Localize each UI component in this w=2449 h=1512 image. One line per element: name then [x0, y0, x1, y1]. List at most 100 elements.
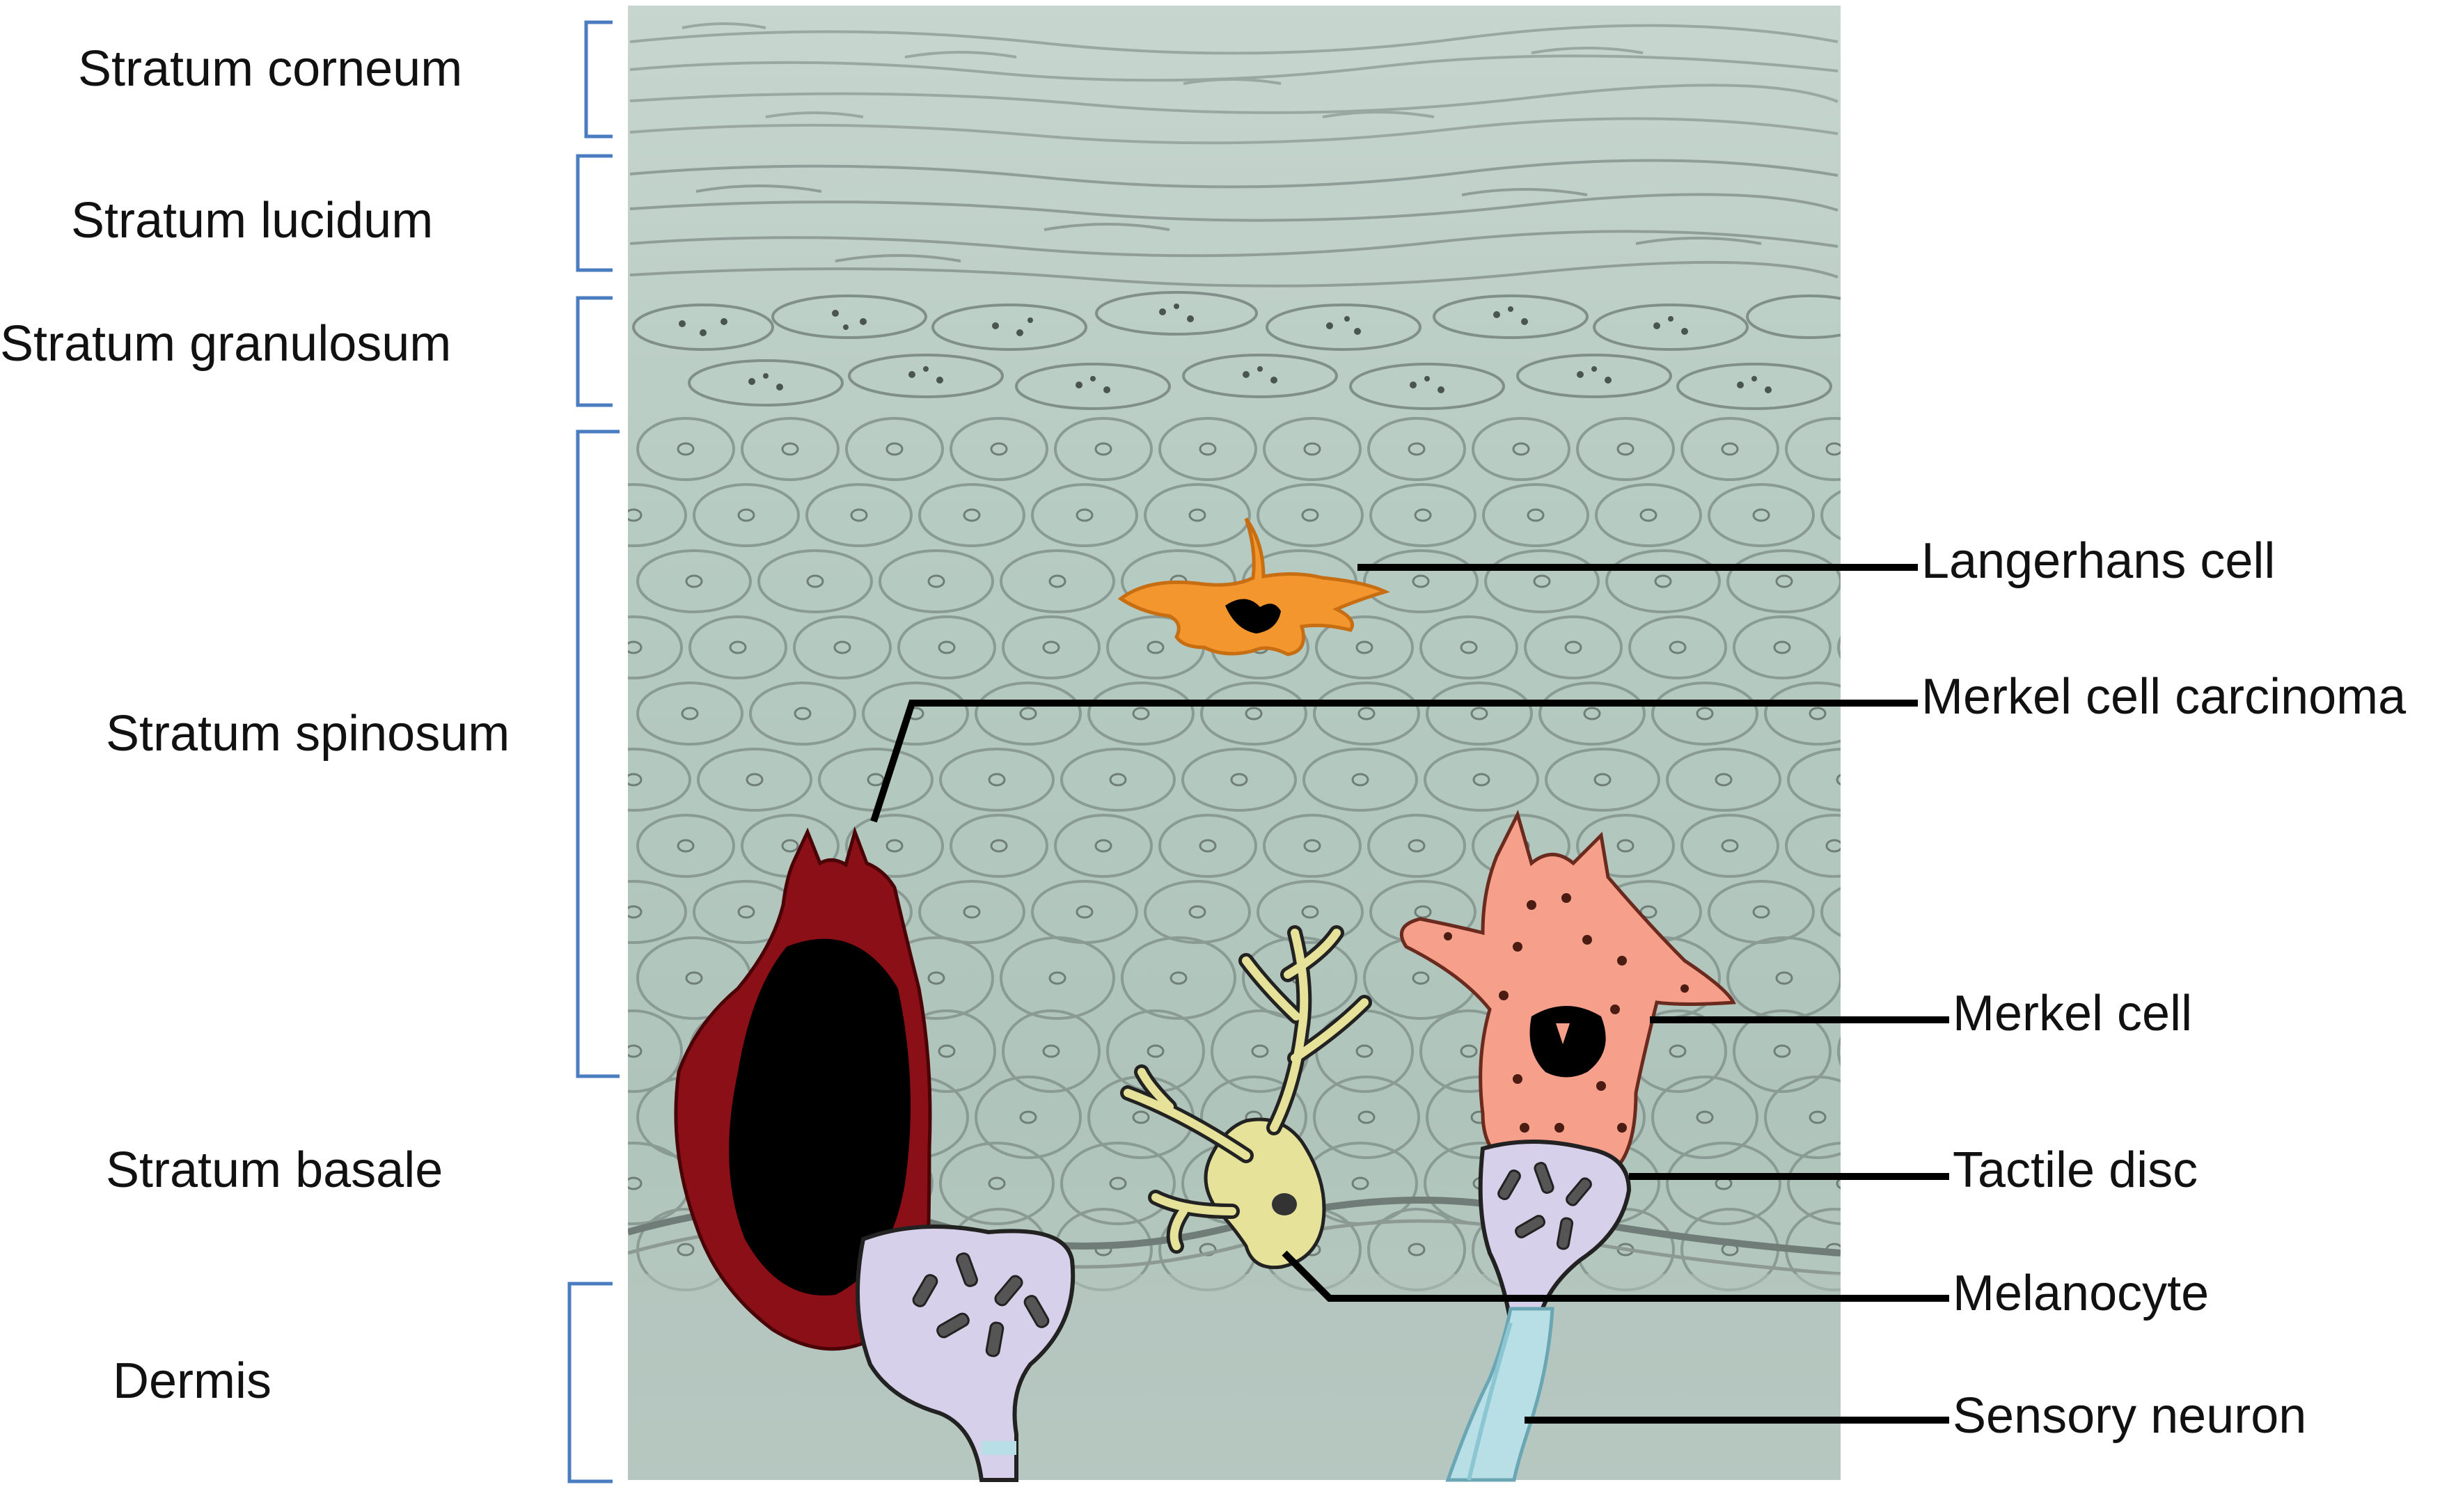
- spinosum-cell: [1726, 549, 1841, 613]
- spinosum-cell: [1144, 483, 1251, 547]
- spinosum-cell: [1484, 549, 1600, 613]
- spinosum-nucleus: [1303, 839, 1321, 853]
- bracket-lucidum: [576, 154, 613, 272]
- spinosum-nucleus: [781, 442, 799, 456]
- spinosum-nucleus: [1752, 508, 1770, 522]
- spinosum-nucleus: [1042, 640, 1060, 654]
- spinosum-cell: [918, 880, 1025, 944]
- spinosum-nucleus: [1048, 574, 1066, 588]
- corneum-cells: [629, 22, 1838, 145]
- spinosum-cell: [1680, 814, 1779, 878]
- spinosum-cell: [1651, 682, 1758, 746]
- spinosum-cell: [1363, 549, 1479, 613]
- spinosum-cell: [1121, 936, 1236, 1020]
- spinosum-cell: [1313, 682, 1420, 746]
- spinosum-nucleus: [806, 574, 824, 588]
- leader-lines: [870, 564, 1949, 1424]
- spinosum-nucleus: [685, 971, 703, 985]
- spinosum-nucleus: [1866, 510, 1882, 521]
- spinosum-nucleus: [1654, 574, 1672, 588]
- bracket-spinosum: [576, 430, 620, 1078]
- spinosum-nucleus: [1301, 508, 1319, 522]
- spinosum-cell: [1820, 489, 1841, 541]
- spinosum-nucleus: [681, 707, 699, 720]
- spinosum-nucleus: [1414, 905, 1432, 919]
- label-merkel-cell-carcinoma: Merkel cell carcinoma: [1921, 669, 2407, 725]
- spinosum-nucleus: [1775, 971, 1793, 985]
- spinosum-cell: [1651, 1076, 1758, 1159]
- spinosum-nucleus: [1773, 1044, 1791, 1058]
- spinosum-nucleus: [1109, 773, 1127, 787]
- spinosum-nucleus: [1836, 1177, 1841, 1190]
- spinosum-nucleus: [1048, 971, 1066, 985]
- spinosum-cell: [1733, 615, 1832, 679]
- spinosum-cell: [1576, 417, 1675, 481]
- spinosum-nucleus: [1170, 971, 1188, 985]
- spinosum-cell: [1576, 814, 1675, 878]
- spinosum-nucleus: [963, 905, 981, 919]
- spinosum-nucleus: [677, 839, 695, 853]
- label-stratum-spinosum: Stratum spinosum: [106, 706, 510, 762]
- spinosum-nucleus: [1825, 839, 1841, 853]
- spinosum-nucleus: [628, 905, 643, 919]
- spinosum-nucleus: [963, 508, 981, 522]
- spinosum-cell: [1257, 880, 1364, 944]
- merkel-nucleus: [1529, 1006, 1606, 1078]
- spinosum-nucleus: [628, 773, 643, 787]
- spinosum-nucleus: [1696, 1110, 1714, 1124]
- spinosum-cell: [636, 814, 735, 878]
- spinosum-nucleus: [938, 640, 956, 654]
- lucidum-cells: [629, 159, 1838, 288]
- bracket-dermis: [567, 1282, 613, 1483]
- spinosum-nucleus: [1616, 839, 1635, 853]
- spinosum-cell: [1524, 615, 1623, 679]
- spinosum-cell: [918, 483, 1025, 547]
- spinosum-nucleus: [1199, 442, 1217, 456]
- spinosum-nucleus: [850, 508, 868, 522]
- spinosum-cell: [805, 483, 913, 547]
- spinosum-cell: [1031, 483, 1138, 547]
- label-stratum-corneum: Stratum corneum: [78, 41, 462, 97]
- spinosum-cell: [879, 549, 994, 613]
- spinosum-nucleus: [1351, 773, 1369, 787]
- tactile-disc: [1478, 1140, 1632, 1325]
- spinosum-nucleus: [988, 773, 1006, 787]
- spinosum-nucleus: [1715, 773, 1733, 787]
- spinosum-nucleus: [1076, 508, 1094, 522]
- spinosum-nucleus: [1616, 442, 1635, 456]
- label-sensory-neuron: Sensory neuron: [1953, 1388, 2306, 1444]
- spinosum-nucleus: [1408, 1243, 1426, 1257]
- spinosum-cell: [950, 814, 1048, 878]
- spinosum-nucleus: [1094, 442, 1112, 456]
- spinosum-cell: [1837, 635, 1841, 660]
- melanocyte-nucleus: [1272, 1193, 1297, 1215]
- spinosum-nucleus: [1470, 707, 1488, 720]
- spinosum-nucleus: [1512, 442, 1530, 456]
- label-stratum-basale: Stratum basale: [106, 1142, 443, 1198]
- spinosum-nucleus: [927, 574, 945, 588]
- spinosum-cell: [1820, 886, 1841, 938]
- spinosum-nucleus: [1809, 1110, 1827, 1124]
- spinosum-nucleus: [1412, 971, 1430, 985]
- spinosum-nucleus: [1721, 839, 1739, 853]
- spinosum-cell: [1628, 615, 1727, 679]
- spinosum-cell: [1257, 483, 1364, 547]
- leader-mcc: [870, 700, 1918, 823]
- spinosum-nucleus: [1355, 640, 1373, 654]
- spinosum-cell: [636, 417, 735, 481]
- leader-melanocyte: [1282, 1250, 1949, 1302]
- spinosum-cell: [628, 615, 683, 679]
- spinosum-cell: [1605, 549, 1721, 613]
- spinosum-cell: [1263, 814, 1362, 878]
- spinosum-cell: [1060, 748, 1176, 812]
- spinosum-nucleus: [729, 640, 747, 654]
- spinosum-nucleus: [1019, 707, 1037, 720]
- label-langerhans-cell: Langerhans cell: [1921, 533, 2275, 589]
- spinosum-cell: [1785, 417, 1841, 481]
- spinosum-cell: [793, 615, 892, 679]
- spinosum-nucleus: [1414, 508, 1432, 522]
- spinosum-cell: [628, 748, 691, 812]
- layer-brackets: [567, 20, 620, 1483]
- melanocyte: [1120, 925, 1372, 1270]
